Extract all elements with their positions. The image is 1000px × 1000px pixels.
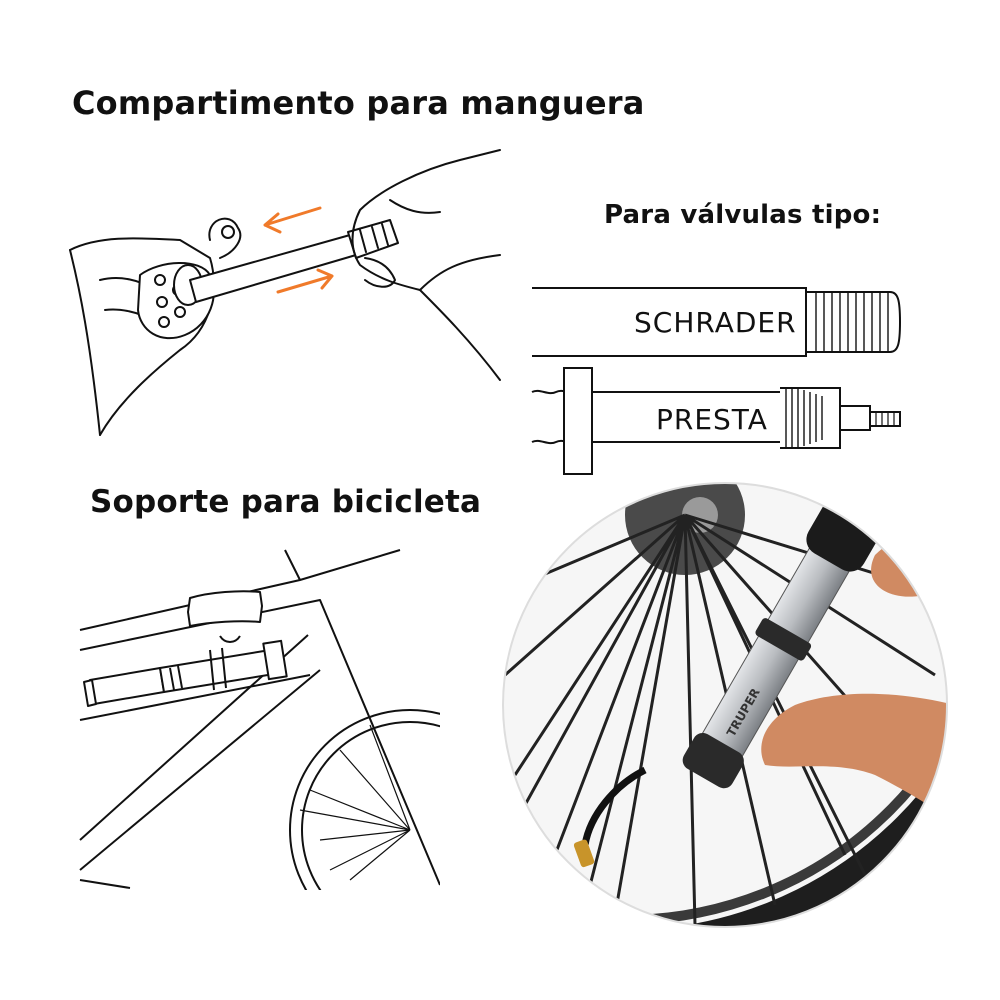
hose-compartment-heading: Compartimento para manguera — [72, 84, 645, 122]
arrow-left-icon — [263, 206, 322, 234]
bike-mount-heading: Soporte para bicicleta — [90, 484, 482, 520]
schrader-label: SCHRADER — [634, 306, 797, 339]
valve-types-heading: Para válvulas tipo: — [604, 200, 882, 230]
presta-label: PRESTA — [656, 403, 768, 436]
bike-mount-illustration — [79, 549, 440, 890]
valve-types-illustration: SCHRADER PRESTA — [531, 287, 902, 475]
arrow-right-icon — [276, 268, 334, 294]
hose-compartment-illustration — [69, 149, 501, 436]
pump-in-use-photo: TRUPER — [502, 482, 948, 928]
